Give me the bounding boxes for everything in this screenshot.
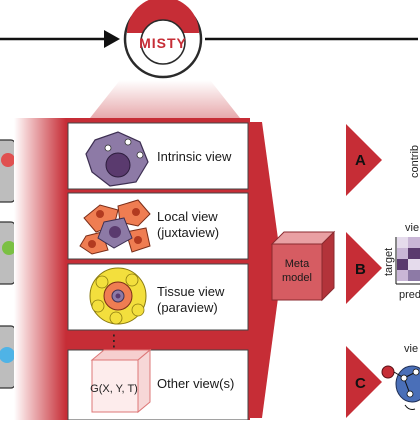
view-label-local: Local view (juxtaview) (157, 209, 220, 240)
meta-model-label-line2: model (282, 272, 312, 284)
target-axis-label: target (383, 248, 395, 276)
predictor-axis-label: pred (399, 289, 420, 301)
intrinsic-cell-icon (85, 131, 149, 187)
output-letter-a: A (355, 152, 366, 169)
output-chevron-c (346, 346, 382, 418)
heatmap-thumbnail (395, 237, 420, 285)
top-arrow-head (104, 30, 120, 48)
output-letter-b: B (355, 261, 366, 278)
local-view-cells-icon (79, 199, 151, 255)
output-chevron-a (346, 124, 382, 196)
meta-model-label-line1: Meta (285, 258, 310, 270)
view-label-other: Other view(s) (157, 376, 235, 391)
meta-model-cube-icon (270, 230, 336, 302)
funnel-to-meta-model (250, 122, 282, 418)
logo-text: MISTY (139, 35, 187, 51)
misty-logo (123, 0, 203, 79)
logo-cone (90, 80, 240, 118)
views-ellipsis: ⋮ (106, 331, 122, 350)
tissue-thumbnails (0, 139, 16, 389)
tissue-view-cluster-icon (89, 267, 147, 325)
other-view-formula: G(X, Y, T) (90, 383, 138, 395)
view-b-label: vie (405, 222, 419, 234)
network-thumbnail (381, 365, 420, 410)
view-label-intrinsic: Intrinsic view (157, 149, 232, 164)
view-band (14, 118, 66, 420)
view-label-tissue: Tissue view (paraview) (157, 284, 225, 315)
output-letter-c: C (355, 375, 366, 392)
contribution-axis-label: contrib (409, 145, 420, 178)
view-c-label: vie (404, 343, 418, 355)
output-chevron-b (346, 232, 382, 304)
other-view-cube-icon (90, 348, 152, 414)
